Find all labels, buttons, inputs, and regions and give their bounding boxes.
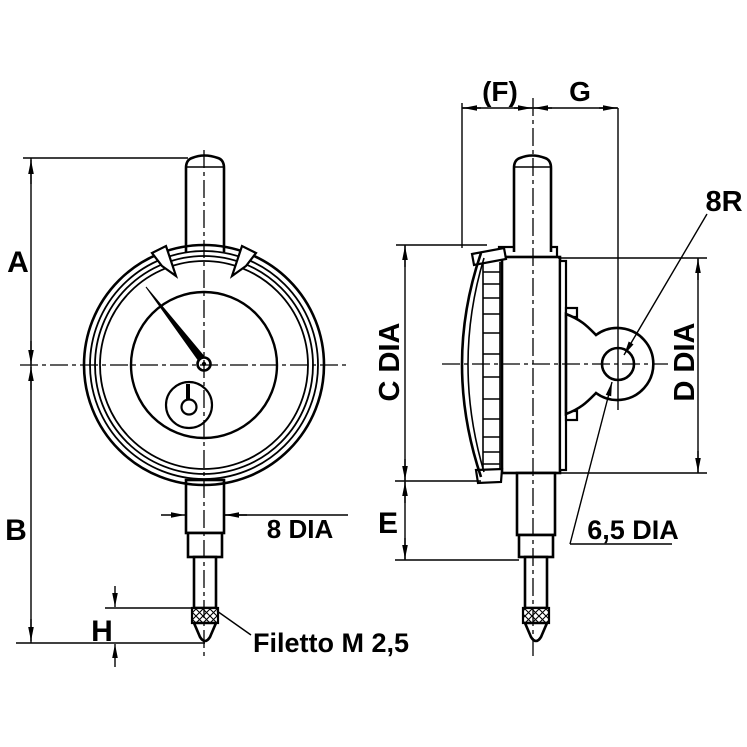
side-bezel bbox=[460, 246, 508, 485]
side-view: (F) G C DIA E D DIA 8R bbox=[374, 76, 743, 660]
thread-callout: Filetto M 2,5 bbox=[216, 610, 409, 658]
front-plunger bbox=[184, 478, 226, 643]
dim-label-e: E bbox=[378, 507, 398, 540]
sub-dial-ring bbox=[164, 380, 214, 430]
contact-point bbox=[192, 621, 218, 643]
radius-label: 8R bbox=[705, 186, 742, 218]
dim-label-d: D DIA bbox=[669, 322, 701, 401]
dimension-a-b: A B bbox=[5, 157, 205, 644]
contact-knurl bbox=[521, 606, 551, 625]
contact-knurl bbox=[190, 606, 220, 625]
dim-label-f: (F) bbox=[482, 76, 518, 107]
crystal-arc-inner bbox=[467, 257, 485, 473]
hole-dia-label: 6,5 DIA bbox=[587, 515, 679, 545]
plunger-rod bbox=[523, 555, 549, 610]
front-stem bbox=[184, 154, 226, 252]
plunger-rod bbox=[192, 555, 218, 610]
dimension-8dia: 8 DIA bbox=[161, 512, 348, 544]
plunger-bushing bbox=[184, 478, 226, 535]
leader-line bbox=[569, 381, 613, 545]
radius-callout: 8R bbox=[623, 186, 743, 356]
dim-label-g: G bbox=[569, 76, 591, 107]
sub-dial bbox=[164, 380, 214, 430]
dimension-d: D DIA bbox=[558, 257, 707, 474]
bezel-ring bbox=[99, 260, 309, 470]
hole-dia-callout: 6,5 DIA bbox=[569, 381, 679, 545]
front-view: A B H 8 DIA Filetto M 2,5 bbox=[5, 150, 409, 667]
leader-line bbox=[216, 610, 252, 636]
plunger-step bbox=[517, 533, 555, 559]
side-body bbox=[500, 255, 562, 475]
side-plunger bbox=[515, 471, 557, 643]
plunger-bushing bbox=[515, 471, 557, 537]
leader-line bbox=[623, 213, 708, 356]
dim-label-a: A bbox=[7, 246, 29, 279]
crystal-arc-outer bbox=[460, 252, 483, 478]
band-ticks bbox=[483, 271, 500, 465]
plunger-step bbox=[186, 531, 224, 559]
dimension-c-e: C DIA E bbox=[374, 244, 519, 561]
bezel-clamp-top bbox=[470, 246, 508, 267]
bezel-tab-left bbox=[150, 244, 179, 279]
bezel-tab-right bbox=[229, 244, 258, 279]
sub-dial-hub bbox=[180, 398, 198, 416]
dim-label-h: H bbox=[91, 615, 113, 648]
dim-label-8dia: 8 DIA bbox=[267, 514, 334, 544]
thread-label: Filetto M 2,5 bbox=[253, 628, 409, 658]
dimension-f-g: (F) G bbox=[461, 76, 618, 248]
contact-point bbox=[523, 621, 549, 643]
dim-label-c: C DIA bbox=[374, 322, 406, 401]
dimension-h: H bbox=[91, 586, 193, 667]
bezel-clamp-bottom bbox=[474, 467, 504, 485]
dim-label-b: B bbox=[5, 514, 27, 547]
